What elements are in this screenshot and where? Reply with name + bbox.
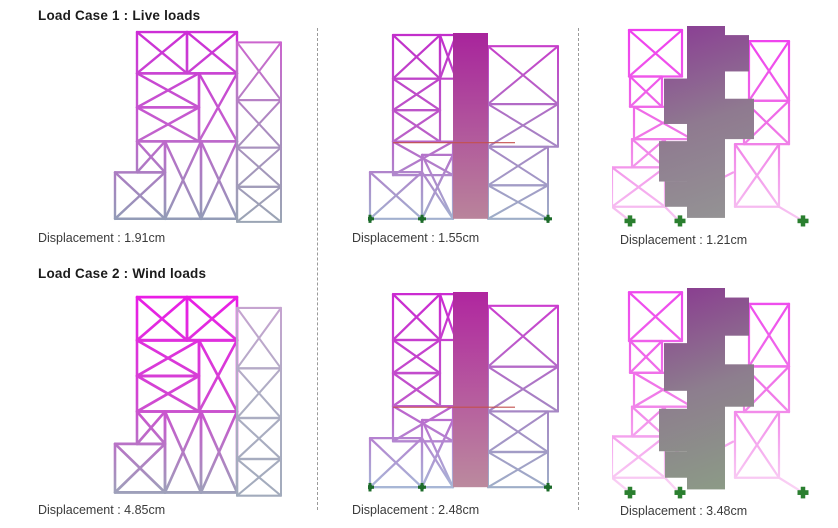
displacement-label-lc1-1: Displacement : 1.91cm — [38, 231, 166, 245]
displacement-contour-solid — [659, 288, 754, 490]
load-case-2-title: Load Case 2 : Wind loads — [38, 266, 207, 281]
truss-diagram-lc1-core — [368, 33, 568, 231]
truss-diagram-lc1-blocks — [612, 26, 832, 228]
displacement-label-lc2-1: Displacement : 4.85cm — [38, 503, 166, 517]
displacement-contour-solid — [453, 292, 488, 488]
truss-diagram-lc2-original — [95, 295, 295, 500]
support-markers — [624, 215, 809, 227]
displacement-label-lc2-3: Displacement : 3.48cm — [620, 504, 748, 518]
truss-svg — [612, 26, 809, 227]
column-divider-left — [317, 28, 318, 510]
support-markers — [624, 486, 809, 499]
truss-svg — [368, 33, 559, 223]
support-markers — [368, 482, 552, 492]
truss-diagram-lc1-original — [95, 30, 295, 226]
displacement-label-lc1-3: Displacement : 1.21cm — [620, 233, 748, 247]
displacement-label-lc2-2: Displacement : 2.48cm — [352, 503, 480, 517]
truss-svg — [113, 30, 282, 223]
column-divider-right — [578, 28, 579, 510]
load-case-1-title: Load Case 1 : Live loads — [38, 8, 201, 23]
truss-svg — [368, 292, 559, 492]
displacement-label-lc1-2: Displacement : 1.55cm — [352, 231, 480, 245]
truss-diagram-lc2-core — [368, 292, 568, 500]
displacement-contour-solid — [453, 33, 488, 219]
truss-diagram-lc2-blocks — [612, 288, 832, 500]
support-markers — [368, 214, 552, 223]
truss-svg — [612, 288, 809, 499]
truss-svg — [113, 295, 282, 497]
displacement-contour-solid — [659, 26, 754, 218]
